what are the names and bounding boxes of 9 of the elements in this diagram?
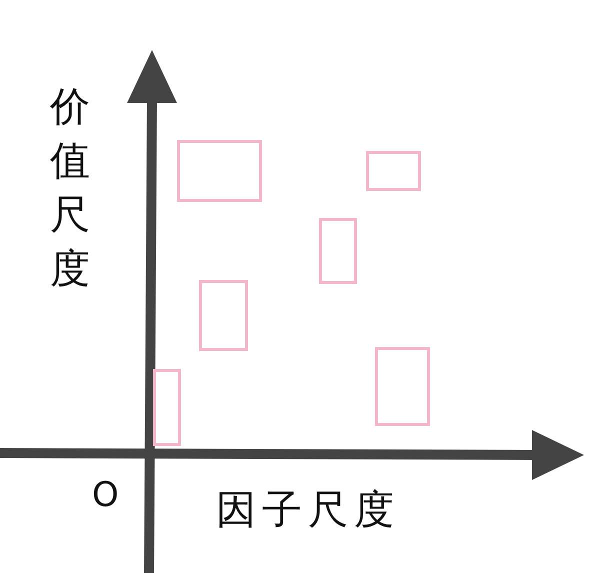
rectangle-box <box>375 347 430 426</box>
rectangle-box <box>319 218 357 284</box>
rectangle-box <box>153 369 181 446</box>
rectangle-box <box>199 280 248 351</box>
axis-title: 价值尺度 <box>50 83 90 294</box>
rectangle-box <box>366 151 421 191</box>
axis-title: 因子尺度 <box>216 490 400 530</box>
rectangle-box <box>177 140 262 202</box>
origin-label: O <box>92 478 119 512</box>
